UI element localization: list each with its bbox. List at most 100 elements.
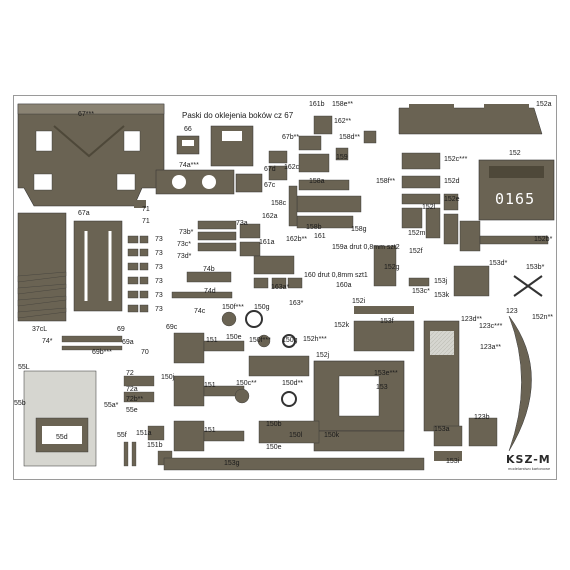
part-label: 153f bbox=[380, 318, 394, 325]
part-label: 150c** bbox=[236, 380, 257, 387]
part-label: 74a*** bbox=[179, 162, 199, 169]
part-label: 123a** bbox=[480, 344, 502, 351]
part-label: 67c bbox=[264, 182, 276, 189]
part-label: 158b bbox=[306, 224, 322, 231]
part-label: 152m bbox=[408, 230, 426, 237]
part-label: 73 bbox=[155, 264, 163, 271]
part-label: 72b** bbox=[126, 396, 144, 403]
part-label: 160a bbox=[336, 282, 352, 289]
parts-artwork bbox=[17, 103, 555, 471]
part-label: 152n** bbox=[532, 314, 554, 321]
part-label: 73a bbox=[236, 220, 248, 227]
part-label: 69b*** bbox=[92, 349, 112, 356]
part-label: 163* bbox=[289, 300, 304, 307]
part-label: 67d bbox=[264, 166, 276, 173]
part-label: 74* bbox=[42, 338, 53, 345]
part-label: 158a bbox=[309, 178, 325, 185]
part-label: 152d bbox=[444, 178, 460, 185]
part-label: 150l bbox=[289, 432, 303, 439]
part-label: 152c*** bbox=[444, 156, 468, 163]
part-label: 158c bbox=[271, 200, 287, 207]
part-label: 152e bbox=[444, 196, 460, 203]
part-label: 71 bbox=[142, 218, 150, 225]
part-label: 72 bbox=[126, 370, 134, 377]
part-label: 152k bbox=[334, 322, 350, 329]
part-label: 150b bbox=[266, 421, 282, 428]
part-label: 66 bbox=[184, 126, 192, 133]
part-label: 162c bbox=[284, 164, 300, 171]
part-label: 151a bbox=[136, 430, 152, 437]
part-label: 153g bbox=[224, 460, 240, 467]
part-label: 69c bbox=[166, 324, 178, 331]
part-label: 152l bbox=[422, 204, 436, 211]
part-label: 150g bbox=[254, 304, 270, 311]
part-label: 37cL bbox=[32, 326, 48, 333]
part-label: 73 bbox=[155, 250, 163, 257]
part-label: 153i bbox=[446, 458, 460, 465]
part-label: 150k bbox=[324, 432, 340, 439]
part-label: 123 bbox=[506, 308, 518, 315]
part-label: 150j bbox=[161, 374, 175, 381]
part-label: 163a* bbox=[271, 284, 290, 291]
part-label: 150d** bbox=[282, 380, 304, 387]
part-label: 152b* bbox=[534, 236, 553, 243]
part-label: 158f** bbox=[376, 178, 396, 185]
part-label: 74c bbox=[194, 308, 206, 315]
part-label: 73 bbox=[155, 278, 163, 285]
part-label: 152g bbox=[384, 264, 400, 271]
part-label: 161a bbox=[259, 239, 275, 246]
part-label: 162b** bbox=[286, 236, 308, 243]
part-label: 74b bbox=[203, 266, 215, 273]
part-label: 150f*** bbox=[249, 337, 271, 344]
part-label: 151 bbox=[204, 427, 216, 434]
part-label: 159 bbox=[336, 154, 348, 161]
part-label: 162a bbox=[262, 213, 278, 220]
part-label: 69 bbox=[117, 326, 125, 333]
model-sheet: Paski do oklejenia boków cz 67 0165 KSZ-… bbox=[13, 95, 557, 480]
part-label: 152i bbox=[352, 298, 366, 305]
part-label: 73c* bbox=[177, 241, 192, 248]
part-label: 151 bbox=[206, 337, 218, 344]
part-label: 67a bbox=[78, 210, 90, 217]
plate-number: 0165 bbox=[495, 190, 536, 208]
part-label: 152a bbox=[536, 101, 552, 108]
brand-logo: KSZ-M bbox=[506, 453, 551, 466]
part-label: 150g bbox=[282, 337, 298, 344]
part-label: 161 bbox=[314, 233, 326, 240]
sheet-title: Paski do oklejenia boków cz 67 bbox=[182, 111, 294, 120]
part-label: 70 bbox=[141, 349, 149, 356]
part-label: 73b* bbox=[179, 229, 194, 236]
part-label: 123b bbox=[474, 414, 490, 421]
part-label: 55a* bbox=[104, 402, 119, 409]
part-label: 55e bbox=[126, 407, 138, 414]
part-label: 150e bbox=[266, 444, 282, 451]
part-label: 153a bbox=[434, 426, 450, 433]
part-label: 123c*** bbox=[479, 323, 503, 330]
part-label: 72a bbox=[126, 386, 138, 393]
part-label: 74d bbox=[204, 288, 216, 295]
part-label: 160 drut 0,8mm szt1 bbox=[304, 272, 368, 279]
brand-subtitle: modelarstwo kartonowe bbox=[508, 466, 551, 471]
part-label: 153 bbox=[376, 384, 388, 391]
part-label: 152f bbox=[409, 248, 423, 255]
part-label: 55b bbox=[14, 400, 26, 407]
part-label: 151b bbox=[147, 442, 163, 449]
part-label: 152 bbox=[509, 150, 521, 157]
part-label: 55d bbox=[56, 434, 68, 441]
part-label: 153c* bbox=[412, 288, 430, 295]
part-label: 73 bbox=[155, 292, 163, 299]
part-label: 162** bbox=[334, 118, 352, 125]
part-label: 153d* bbox=[489, 260, 508, 267]
part-label: 153k bbox=[434, 292, 450, 299]
part-label: 73 bbox=[155, 236, 163, 243]
part-label: 150e bbox=[226, 334, 242, 341]
part-label: 150f*** bbox=[222, 304, 244, 311]
part-label: 153j bbox=[434, 278, 448, 285]
part-label: 151 bbox=[204, 382, 216, 389]
part-label: 71 bbox=[142, 206, 150, 213]
part-label: 159a drut 0,8mm szt2 bbox=[332, 244, 400, 251]
part-label: 158e** bbox=[332, 101, 354, 108]
part-label: 67*** bbox=[78, 111, 94, 118]
part-label: 55L bbox=[18, 364, 30, 371]
part-label: 158g bbox=[351, 226, 367, 233]
